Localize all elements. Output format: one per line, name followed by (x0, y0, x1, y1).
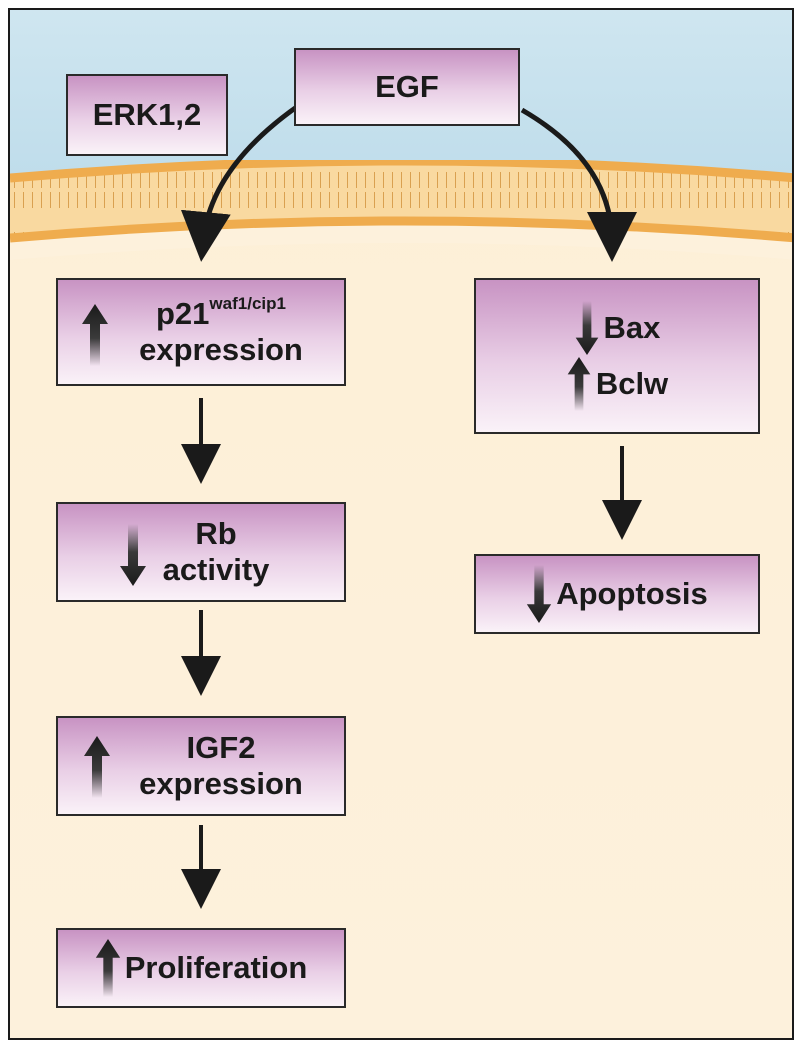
p21-superscript: waf1/cip1 (209, 294, 286, 314)
proliferation-label: Proliferation (124, 950, 308, 986)
p21-line2: expression (139, 332, 303, 367)
rb-line1: Rb (195, 516, 237, 552)
rb-line2: activity (162, 552, 270, 587)
up-arrow-icon (82, 304, 108, 366)
igf2-line2: expression (139, 766, 303, 801)
proliferation-node: Proliferation (56, 928, 346, 1008)
diagram-frame: EGF ERK1,2 p21waf1/cip1 expression Rb ac… (8, 8, 794, 1040)
down-arrow-icon (120, 524, 146, 586)
bax-bclw-node: Bax Bclw (474, 278, 760, 434)
igf2-node: IGF2 expression (56, 716, 346, 816)
apoptosis-label: Apoptosis (556, 576, 708, 612)
bclw-label: Bclw (595, 366, 669, 402)
down-arrow-icon (575, 301, 598, 355)
egf-to-p21-arrow (180, 103, 300, 262)
egf-to-bax-arrow (520, 107, 637, 262)
up-arrow-icon (567, 357, 591, 411)
p21-label: p21 (156, 296, 210, 332)
pathway-arrows (180, 103, 642, 909)
egf-label: EGF (375, 69, 439, 105)
erk-node: ERK1,2 (66, 74, 228, 156)
rb-node: Rb activity (56, 502, 346, 602)
up-arrow-icon (95, 939, 120, 997)
down-arrow-icon (527, 565, 552, 623)
egf-node: EGF (294, 48, 520, 126)
igf2-line1: IGF2 (186, 730, 256, 766)
apoptosis-node: Apoptosis (474, 554, 760, 634)
p21-node: p21waf1/cip1 expression (56, 278, 346, 386)
bax-label: Bax (603, 310, 661, 346)
up-arrow-icon (84, 736, 110, 798)
erk-label: ERK1,2 (92, 97, 202, 133)
